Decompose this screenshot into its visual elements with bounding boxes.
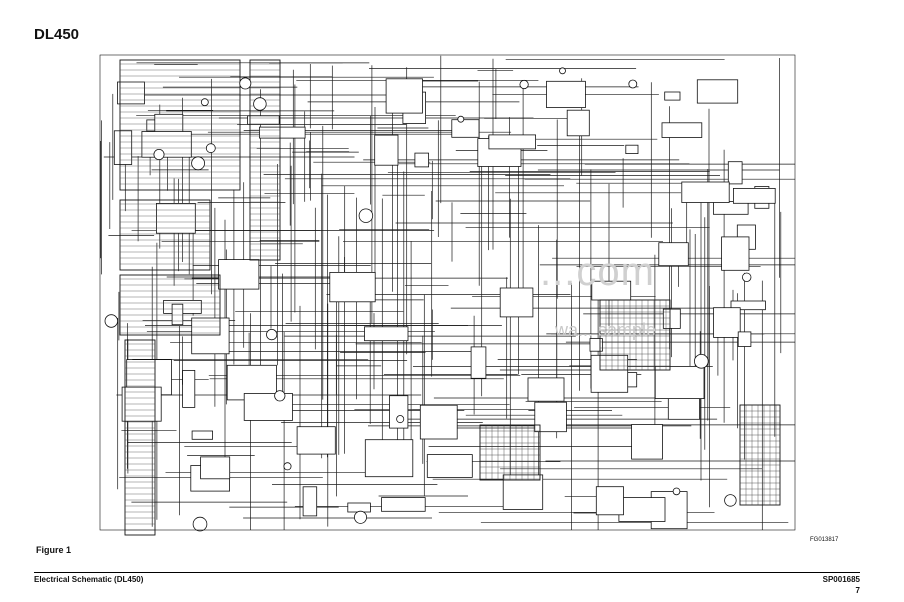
motor-symbol — [672, 487, 681, 496]
component-box — [381, 497, 426, 512]
motor-symbol — [559, 67, 566, 75]
component-box — [218, 259, 260, 290]
motor-symbol — [191, 156, 206, 171]
component-box — [200, 456, 231, 480]
motor-symbol — [396, 415, 405, 424]
component-box — [389, 395, 409, 429]
component-box — [243, 393, 293, 421]
component-box — [664, 91, 681, 101]
component-box — [527, 377, 565, 402]
component-box — [419, 404, 458, 440]
component-box — [155, 202, 196, 234]
component-box — [713, 201, 749, 215]
page-title: DL450 — [34, 26, 80, 43]
component-box — [259, 126, 306, 139]
component-box — [727, 161, 743, 185]
motor-symbol — [153, 148, 165, 160]
component-box — [737, 331, 752, 347]
motor-symbol — [274, 390, 286, 402]
motor-symbol — [192, 516, 208, 532]
component-box — [364, 326, 409, 342]
component-box — [364, 439, 414, 478]
connector-block — [119, 274, 221, 336]
component-box — [117, 81, 145, 105]
component-box — [502, 474, 544, 510]
component-box — [546, 80, 586, 109]
component-box — [451, 119, 480, 138]
fuse-panel — [599, 299, 671, 371]
motor-symbol — [693, 353, 709, 369]
component-box — [347, 502, 371, 513]
component-box — [681, 181, 730, 203]
component-box — [662, 308, 681, 329]
motor-symbol — [283, 462, 292, 471]
connector-block — [119, 199, 211, 271]
component-box — [661, 122, 703, 138]
component-box — [302, 486, 318, 517]
schematic-border — [99, 54, 796, 531]
motor-symbol — [742, 272, 752, 283]
component-box — [426, 454, 473, 478]
motor-symbol — [358, 208, 374, 223]
component-box — [182, 369, 196, 408]
component-box — [488, 134, 536, 150]
motor-symbol — [353, 510, 367, 524]
component-box — [470, 346, 487, 379]
component-box — [625, 144, 639, 154]
fuse-panel — [739, 404, 781, 506]
page-number: 7 — [855, 586, 860, 595]
component-box — [618, 497, 666, 522]
component-box — [733, 187, 776, 204]
motor-symbol — [205, 143, 216, 154]
component-box — [499, 287, 534, 318]
motor-symbol — [457, 115, 465, 123]
motor-symbol — [724, 494, 737, 507]
component-box — [329, 271, 376, 303]
component-box — [247, 115, 280, 125]
component-box — [658, 242, 689, 267]
component-box — [191, 430, 214, 440]
footer-rule — [34, 572, 860, 573]
component-box — [696, 79, 739, 104]
component-box — [654, 365, 705, 399]
component-box — [171, 303, 184, 326]
component-box — [730, 300, 766, 311]
component-box — [141, 131, 192, 158]
component-box — [385, 78, 423, 114]
motor-symbol — [239, 77, 252, 90]
motor-symbol — [266, 328, 278, 341]
motor-symbol — [200, 98, 209, 107]
footer-title: Electrical Schematic (DL450) — [34, 575, 144, 584]
motor-symbol — [104, 314, 119, 328]
component-box — [595, 486, 624, 516]
component-box — [191, 317, 230, 355]
watermark-note: wa... sample — [555, 320, 657, 340]
component-box — [414, 152, 429, 168]
component-box — [374, 134, 399, 166]
component-box — [631, 424, 663, 460]
footer-doc-code: SP001685 — [822, 575, 860, 584]
figure-label: Figure 1 — [36, 545, 72, 555]
component-box — [713, 307, 741, 338]
component-box — [566, 109, 590, 137]
motor-symbol — [628, 79, 638, 89]
component-box — [534, 401, 567, 433]
component-box — [590, 354, 629, 393]
figure-number: FG013817 — [810, 537, 839, 543]
component-box — [113, 130, 133, 165]
component-box — [721, 236, 750, 271]
component-box — [296, 426, 336, 455]
watermark-site: ...com — [540, 250, 655, 294]
connector-block — [119, 59, 241, 191]
component-box — [589, 338, 603, 352]
motor-symbol — [519, 79, 529, 90]
motor-symbol — [253, 97, 267, 111]
connector-block — [124, 339, 156, 536]
